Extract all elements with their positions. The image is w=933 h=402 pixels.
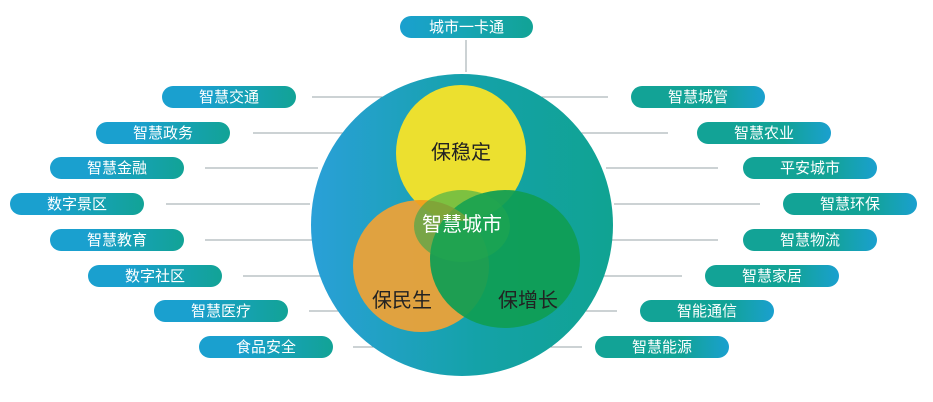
pill-right-0[interactable]: 智慧城管 — [631, 86, 765, 108]
pill-top[interactable]: 城市一卡通 — [400, 16, 533, 38]
pill-left-7[interactable]: 食品安全 — [199, 336, 333, 358]
yellow-circle — [396, 85, 526, 221]
pill-left-0[interactable]: 智慧交通 — [162, 86, 296, 108]
pill-left-2[interactable]: 智慧金融 — [50, 157, 184, 179]
pill-right-3[interactable]: 智慧环保 — [783, 193, 917, 215]
pill-right-7[interactable]: 智慧能源 — [595, 336, 729, 358]
overlap-center — [414, 190, 510, 262]
pill-right-2[interactable]: 平安城市 — [743, 157, 877, 179]
label-livelihood: 保民生 — [372, 288, 432, 312]
label-growth: 保增长 — [498, 288, 558, 312]
pill-right-5[interactable]: 智慧家居 — [705, 265, 839, 287]
label-stability: 保稳定 — [431, 140, 491, 164]
pill-left-3[interactable]: 数字景区 — [10, 193, 144, 215]
pill-right-4[interactable]: 智慧物流 — [743, 229, 877, 251]
pill-left-4[interactable]: 智慧教育 — [50, 229, 184, 251]
pill-left-1[interactable]: 智慧政务 — [96, 122, 230, 144]
pill-right-6[interactable]: 智能通信 — [640, 300, 774, 322]
pill-left-6[interactable]: 智慧医疗 — [154, 300, 288, 322]
label-core: 智慧城市 — [422, 212, 502, 236]
pill-left-5[interactable]: 数字社区 — [88, 265, 222, 287]
pill-right-1[interactable]: 智慧农业 — [697, 122, 831, 144]
